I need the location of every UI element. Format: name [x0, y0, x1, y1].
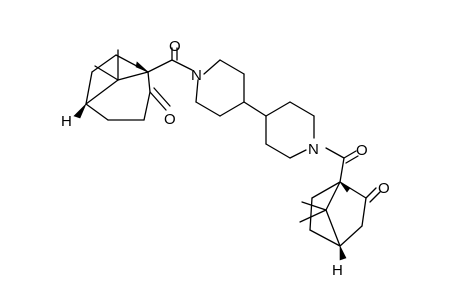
- bond: [325, 181, 341, 211]
- bond: [195, 101, 221, 117]
- bond: [289, 101, 315, 117]
- bond: [149, 91, 167, 111]
- atom-label-hydrogen: H: [61, 113, 72, 130]
- atom-label-oxygen: O: [356, 142, 368, 159]
- bond: [309, 229, 341, 247]
- bond: [369, 191, 381, 203]
- left-piperidine-ring: [195, 59, 245, 117]
- right-piperidine-ring: [265, 101, 315, 159]
- bond: [203, 59, 221, 75]
- bond: [343, 150, 357, 159]
- bond: [265, 101, 291, 117]
- bond: [219, 59, 245, 75]
- bond: [325, 209, 341, 247]
- stereo-wedge: [339, 245, 347, 261]
- bond: [117, 71, 149, 81]
- bond: [289, 149, 307, 159]
- bond: [85, 103, 109, 121]
- bond: [147, 59, 173, 73]
- bond: [301, 201, 327, 211]
- bond: [85, 71, 93, 105]
- stereo-wedge: [135, 61, 149, 73]
- bond: [147, 71, 151, 93]
- bond: [195, 79, 199, 103]
- bond: [311, 181, 341, 199]
- atom-label-nitrogen: N: [308, 141, 319, 158]
- stereo-wedge: [339, 181, 351, 193]
- left-amide-linkage: [147, 47, 193, 73]
- bond: [143, 91, 151, 121]
- left-bicyclic-unit: [73, 49, 171, 121]
- bond: [339, 225, 363, 247]
- bond: [299, 209, 327, 223]
- bond: [94, 65, 119, 81]
- bond: [365, 187, 377, 199]
- bond: [325, 147, 345, 159]
- bond: [85, 79, 119, 105]
- atom-label-oxygen: O: [169, 38, 181, 55]
- bond: [153, 87, 171, 107]
- right-bicyclic-unit: [299, 181, 381, 261]
- bond: [265, 143, 291, 159]
- atom-label-hydrogen: H: [332, 262, 343, 279]
- bond: [91, 54, 117, 73]
- bond: [309, 197, 313, 231]
- bond: [171, 59, 193, 71]
- bond: [361, 197, 367, 227]
- right-amide-linkage: [325, 147, 359, 183]
- bond: [219, 101, 245, 117]
- atom-label-oxygen: O: [378, 180, 390, 197]
- bond: [339, 157, 345, 183]
- bipiperidine-link-bond: [243, 101, 267, 117]
- stereo-wedge: [73, 103, 87, 119]
- atom-label-oxygen: O: [164, 111, 176, 128]
- atom-label-nitrogen: N: [191, 67, 202, 84]
- bond: [345, 155, 359, 164]
